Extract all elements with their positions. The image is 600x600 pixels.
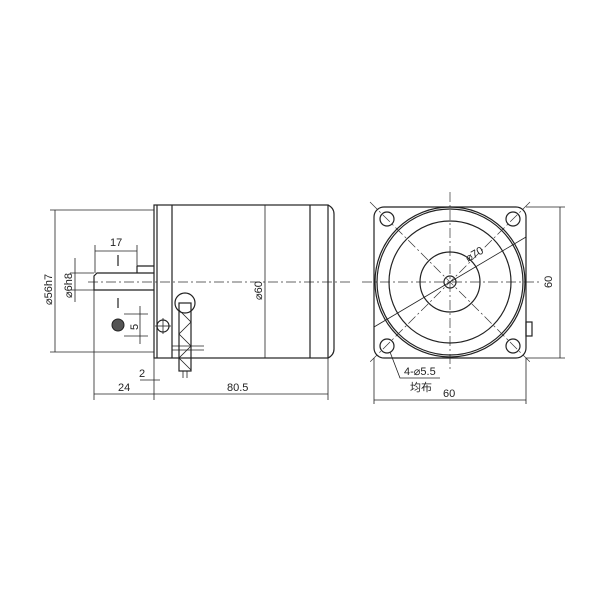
dim-flange-thk: 2 — [139, 368, 145, 380]
dim-pcd-line — [373, 236, 527, 328]
mounting-holes — [379, 211, 521, 354]
terminal-screw — [525, 321, 533, 337]
shaft-section-icon — [111, 318, 125, 332]
end-cap — [327, 204, 335, 359]
dim-shaft-len: 24 — [118, 382, 130, 394]
lead-wire-hatch — [178, 309, 192, 371]
dim-flange-dia: ⌀56h7 — [43, 274, 55, 305]
dim-width: 60 — [443, 388, 455, 400]
dim-holes-note: 均布 — [410, 381, 432, 394]
body-circle — [388, 220, 512, 344]
dim-shaft-dia: ⌀6h8 — [63, 273, 75, 298]
dim-pcd: ⌀70 — [464, 245, 486, 265]
shaft-circle — [443, 275, 457, 289]
cable-gland — [174, 292, 196, 314]
lead-wire — [178, 302, 192, 372]
dim-screw: 5 — [129, 324, 141, 330]
dim-body-dia: ⌀60 — [253, 281, 265, 300]
dim-body-len: 80.5 — [227, 382, 248, 394]
side-view: ⌀56h7 ⌀6h8 17 5 ⌀60 2 24 80.5 — [43, 204, 352, 400]
leader — [389, 351, 440, 379]
hub-circle — [419, 251, 481, 313]
dim-holes: 4-⌀5.5 — [404, 366, 436, 378]
motor-body — [153, 204, 329, 359]
outer-ring — [374, 206, 526, 358]
front-view: ⌀70 4-⌀5.5 均布 60 60 — [362, 192, 565, 404]
shaft — [93, 272, 154, 291]
dim-shaft-flat: 17 — [110, 237, 122, 249]
dim-height: 60 — [543, 276, 555, 288]
outer-ring-inner — [376, 208, 524, 356]
